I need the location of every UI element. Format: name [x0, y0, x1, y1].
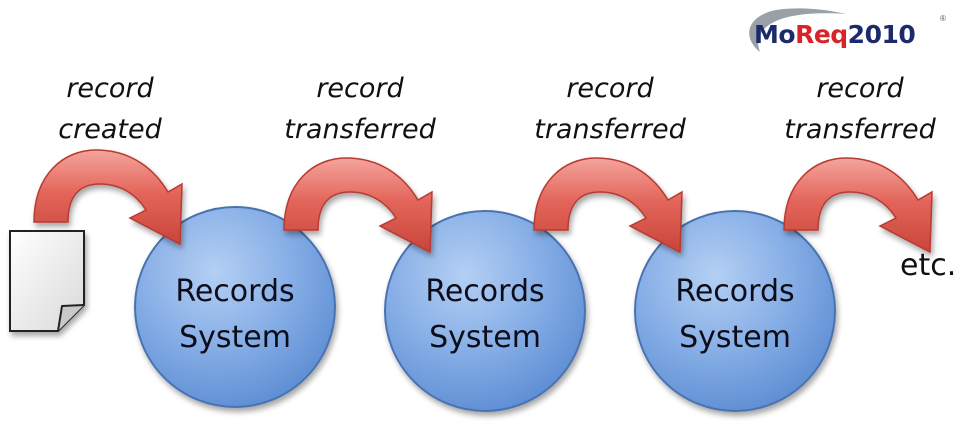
logo-swoosh — [749, 8, 846, 52]
step-label-4: record transferred — [784, 73, 936, 145]
curved-arrow-icon-1 — [33, 149, 183, 245]
logo-text: MoReq2010 — [754, 20, 916, 49]
records-system-circle-1 — [134, 206, 336, 408]
moreq2010-logo: MoReq2010 ® — [734, 6, 956, 62]
step-label-1: record created — [58, 73, 162, 145]
step-label-3: record transferred — [534, 73, 686, 145]
step-label-2: record transferred — [284, 73, 436, 145]
records-system-label-1: Records System — [175, 274, 295, 355]
etc-label: etc. — [900, 248, 957, 283]
curved-arrow-icon-4 — [783, 157, 933, 253]
registered-mark: ® — [940, 14, 946, 23]
records-system-label-2: Records System — [425, 274, 545, 355]
curved-arrow-icon-3 — [533, 157, 683, 253]
document-page-icon — [9, 230, 85, 332]
records-system-circle-2 — [384, 210, 586, 412]
records-system-label-3: Records System — [675, 274, 795, 355]
records-system-circle-3 — [634, 210, 836, 412]
